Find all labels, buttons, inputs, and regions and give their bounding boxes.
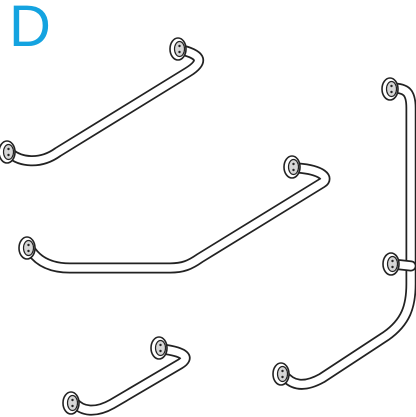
bar-4-middle-flange	[382, 252, 400, 276]
bar-4-bottom-flange	[272, 362, 290, 386]
bar-1-end-flange	[0, 140, 16, 164]
bar-1-top-flange	[169, 37, 187, 61]
bar-4-top-flange	[381, 77, 399, 101]
bar-3-right-flange	[150, 336, 168, 360]
grab-bar-4	[272, 77, 416, 390]
grab-bar-2	[18, 155, 331, 274]
grab-bar-1	[0, 37, 204, 167]
bar-2-right-flange	[283, 155, 301, 179]
bar-2-left-flange	[18, 236, 36, 260]
panel-letter: D	[9, 0, 51, 59]
bar-3-left-flange	[62, 391, 80, 415]
grab-bar-3	[62, 336, 191, 416]
